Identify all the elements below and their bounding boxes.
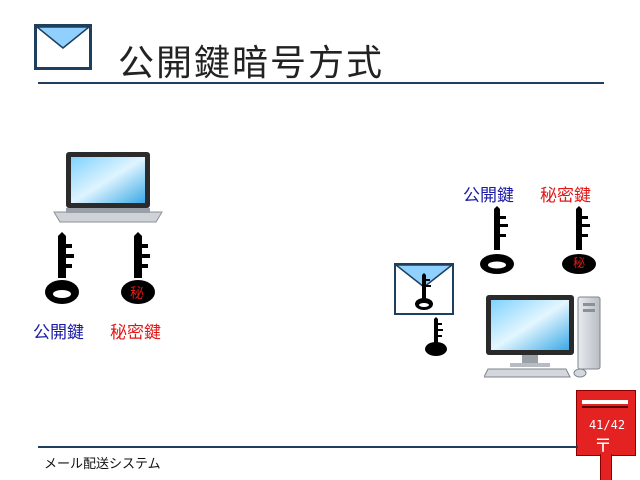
mailbox-post [600,454,612,480]
envelope-icon [394,263,454,315]
mailbox-slot-shadow [582,406,628,408]
secret-stamp: 秘 [573,256,586,270]
secret-key-icon [562,206,596,274]
secret-key-icon [425,317,447,356]
public-key-label-right: 公開鍵 [463,186,514,206]
footer-text: メール配送システム [44,457,161,472]
secret-key-label-left: 秘密鍵 [110,323,161,343]
page-title: 公開鍵暗号方式 [118,43,385,84]
public-key-label-left: 公開鍵 [33,323,84,343]
mailbox-slot [582,400,628,404]
postal-mark-icon: 〒 [594,436,612,457]
page-number: 41/42 [588,418,626,432]
secret-key-label-right: 秘密鍵 [540,186,591,206]
public-key-icon [45,232,79,304]
desktop-computer-icon [484,295,601,378]
public-key-icon [480,206,514,274]
secret-key-icon [121,232,155,304]
envelope-icon [34,24,92,70]
title-divider [38,82,604,84]
footer-divider [38,446,578,448]
secret-stamp: 秘 [130,286,144,302]
laptop-icon [53,152,163,223]
